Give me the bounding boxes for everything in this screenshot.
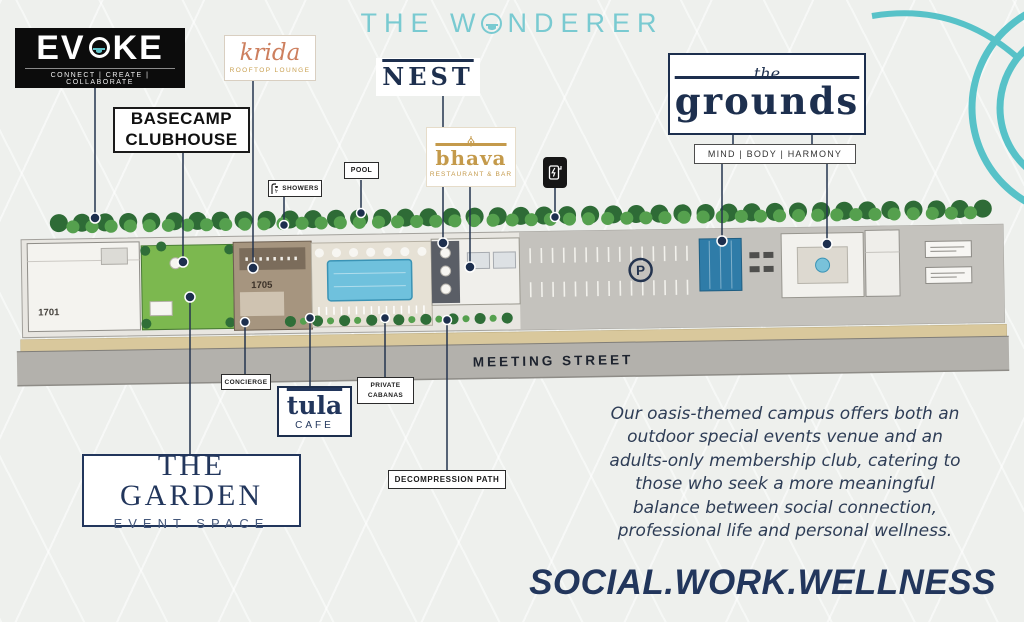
- grounds-tagline-bar: MIND | BODY | HARMONY: [694, 144, 856, 164]
- bhava-tagline: RESTAURANT & BAR: [429, 171, 513, 178]
- grounds-the: the: [753, 64, 781, 84]
- east-structures: [864, 229, 973, 297]
- connector-lines: [94, 81, 828, 470]
- krida-logo: krida ROOFTOP LOUNGE: [224, 35, 316, 81]
- evoke-logo: EV KE CONNECT | CREATE | COLLABORATE: [15, 28, 185, 88]
- krida-wordmark: krida: [239, 40, 301, 66]
- showers-label: SHOWERS: [268, 180, 322, 197]
- tula-sub: CAFE: [295, 419, 334, 431]
- parking-letter: P: [636, 263, 645, 278]
- title-text-right: NDERER: [507, 8, 664, 38]
- footer-slogan: SOCIAL.WORK.WELLNESS: [529, 563, 996, 602]
- ev-charger-icon: [543, 157, 567, 188]
- parking-lot: P: [529, 245, 699, 298]
- cabanas-line2: CABANAS: [367, 391, 404, 399]
- shower-icon: [271, 182, 279, 194]
- private-cabanas-label: PRIVATE CABANAS: [357, 377, 414, 404]
- decompression-path-label: DECOMPRESSION PATH: [388, 470, 506, 489]
- grounds-logo: the grounds: [668, 53, 866, 135]
- sun-o-icon: [481, 13, 503, 34]
- corner-arcs-decoration: [871, 10, 1024, 205]
- pool-label: POOL: [344, 162, 379, 179]
- krida-tagline: ROOFTOP LOUNGE: [229, 67, 311, 74]
- street: MEETING STREET: [16, 335, 1010, 387]
- campus-description: Our oasis-themed campus offers both an o…: [609, 404, 961, 542]
- bhava-logo: bhava RESTAURANT & BAR: [426, 127, 516, 187]
- evoke-text-right: KE: [112, 28, 164, 67]
- grounds-building: [780, 231, 865, 299]
- tula-wordmark: tula: [286, 390, 343, 420]
- garden-pergola: [149, 300, 173, 317]
- tree-band: [49, 199, 1006, 234]
- umbrella-row: [314, 246, 428, 258]
- garden-event-space-logo: THE GARDEN EVENT SPACE: [82, 448, 301, 531]
- grounds-wordmark: grounds: [674, 79, 860, 124]
- map-location-dots: [89, 207, 833, 328]
- basecamp-line1: BASECAMP: [130, 109, 233, 129]
- basecamp-clubhouse-label: BASECAMP CLUBHOUSE: [113, 107, 250, 153]
- evoke-tagline: CONNECT | CREATE | COLLABORATE: [25, 67, 175, 86]
- tula-logo: tula CAFE: [277, 386, 352, 437]
- bhava-lamp-icon: [467, 136, 475, 147]
- building-number-1701: 1701: [38, 307, 60, 318]
- title-text-left: THE W: [360, 8, 483, 38]
- campus-map: 1701 1705: [16, 199, 1010, 387]
- basecamp-line2: CLUBHOUSE: [125, 130, 238, 149]
- bhava-building: [430, 237, 521, 306]
- container-building: [698, 237, 743, 292]
- evoke-wordmark: EV KE: [36, 31, 164, 65]
- showers-text: SHOWERS: [282, 185, 319, 192]
- pool: [326, 258, 413, 302]
- page-title: THE W NDERER: [0, 8, 1024, 39]
- nest-wordmark: NEST: [382, 62, 474, 91]
- sun-o-icon: [88, 37, 110, 58]
- cabanas-line1: PRIVATE: [370, 381, 401, 389]
- garden-sub: EVENT SPACE: [113, 515, 270, 531]
- evoke-text-left: EV: [36, 28, 86, 67]
- street-name: MEETING STREET: [473, 352, 634, 370]
- south-tree-row: [284, 312, 526, 327]
- concierge-label: CONCIERGE: [221, 374, 271, 390]
- bhava-wordmark: bhava: [435, 146, 507, 170]
- pool-deck: [310, 240, 433, 328]
- garden-lawn: [140, 241, 236, 331]
- parking-icon: [628, 257, 653, 283]
- outdoor-gym: [749, 251, 774, 273]
- garden-wordmark: THE GARDEN: [120, 448, 263, 512]
- building-1701: 1701: [26, 241, 142, 333]
- building-number-1705: 1705: [251, 280, 273, 291]
- nest-logo: NEST: [376, 58, 480, 96]
